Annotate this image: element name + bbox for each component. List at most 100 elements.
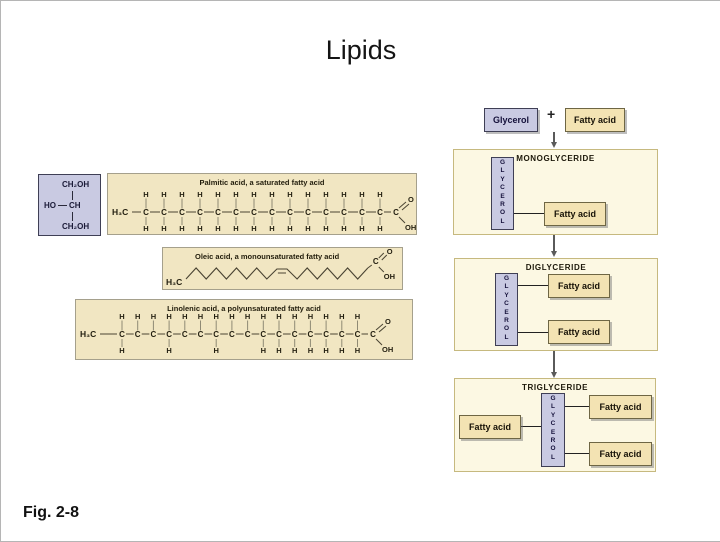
triglyceride-panel: TRIGLYCERIDE G L Y C E R O L Fatty acid … [454, 378, 656, 472]
fatty-acid-chip-label: Fatty acid [468, 422, 511, 432]
svg-text:H: H [182, 312, 187, 321]
svg-text:H: H [355, 346, 360, 355]
svg-text:H: H [213, 312, 218, 321]
bond-connector [565, 453, 589, 454]
svg-text:H: H [292, 346, 297, 355]
svg-text:H: H [287, 224, 292, 233]
svg-text:H: H [251, 224, 256, 233]
svg-text:H: H [323, 190, 328, 199]
svg-text:H: H [143, 224, 148, 233]
svg-text:H: H [377, 224, 382, 233]
svg-text:H: H [179, 190, 184, 199]
fatty-acid-chip: Fatty acid [589, 395, 652, 419]
svg-text:H: H [355, 312, 360, 321]
svg-text:H: H [143, 190, 148, 199]
svg-text:H: H [215, 190, 220, 199]
linolenic-acid-box: Linolenic acid, a polyunsaturated fatty … [75, 299, 413, 360]
fatty-acid-chip-label: Fatty acid [553, 209, 596, 219]
svg-text:C: C [393, 208, 399, 217]
svg-text:C: C [269, 208, 275, 217]
glycerol-chip-label: Glycerol [492, 115, 530, 125]
fatty-acid-chip: Fatty acid [548, 320, 610, 344]
bond-connector [518, 285, 548, 286]
svg-text:C: C [143, 208, 149, 217]
svg-text:H: H [339, 312, 344, 321]
svg-text:H: H [305, 224, 310, 233]
svg-text:C: C [151, 330, 157, 339]
svg-text:H: H [308, 312, 313, 321]
glycerol-bottom-formula: CH₂OH [62, 222, 90, 231]
svg-text:C: C [292, 330, 298, 339]
glycerol-vertical-box: G L Y C E R O L [495, 273, 518, 346]
svg-text:H₃C: H₃C [80, 329, 96, 339]
svg-text:H: H [308, 346, 313, 355]
svg-text:H: H [359, 224, 364, 233]
oleic-acid-label: Oleic acid, a monounsaturated fatty acid [195, 252, 340, 261]
svg-text:H: H [151, 312, 156, 321]
svg-text:C: C [233, 208, 239, 217]
page-title: Lipids [325, 35, 397, 65]
glycerol-vertical-box: G L Y C E R O L [491, 157, 514, 230]
diglyceride-title: DIGLYCERIDE [525, 263, 587, 272]
svg-text:H: H [179, 224, 184, 233]
svg-text:C: C [377, 208, 383, 217]
svg-text:H: H [305, 190, 310, 199]
triglyceride-title: TRIGLYCERIDE [521, 383, 589, 392]
svg-text:H: H [233, 224, 238, 233]
svg-text:H: H [269, 190, 274, 199]
fatty-acid-chip-label: Fatty acid [557, 327, 600, 337]
svg-text:H: H [119, 346, 124, 355]
svg-text:H: H [161, 224, 166, 233]
svg-text:H: H [198, 312, 203, 321]
svg-text:H: H [251, 190, 256, 199]
svg-text:H: H [261, 312, 266, 321]
svg-text:C: C [229, 330, 235, 339]
svg-text:H: H [323, 312, 328, 321]
glycerol-chip: Glycerol [484, 108, 538, 132]
svg-text:O: O [387, 247, 393, 256]
svg-text:H: H [377, 190, 382, 199]
svg-text:C: C [179, 208, 185, 217]
svg-text:OH: OH [405, 223, 416, 232]
svg-text:C: C [305, 208, 311, 217]
svg-text:H: H [161, 190, 166, 199]
svg-text:C: C [198, 330, 204, 339]
svg-text:H: H [323, 346, 328, 355]
svg-text:OH: OH [384, 272, 395, 281]
glycerol-mid-right: CH [69, 201, 81, 210]
svg-text:H: H [197, 190, 202, 199]
svg-text:C: C [359, 208, 365, 217]
fatty-acid-chip-label: Fatty acid [573, 115, 616, 125]
svg-text:H: H [341, 190, 346, 199]
svg-text:H: H [323, 224, 328, 233]
svg-text:H₃C: H₃C [166, 277, 182, 287]
svg-text:H: H [341, 224, 346, 233]
arrow-down-icon [550, 132, 557, 148]
svg-text:C: C [287, 208, 293, 217]
svg-text:H: H [359, 190, 364, 199]
svg-text:OH: OH [382, 345, 393, 354]
fatty-acid-chip-header: Fatty acid [565, 108, 625, 132]
svg-text:H: H [276, 346, 281, 355]
monoglyceride-title: MONOGLYCERIDE [516, 154, 595, 163]
svg-text:C: C [161, 208, 167, 217]
svg-text:C: C [339, 330, 345, 339]
svg-text:H: H [269, 224, 274, 233]
fatty-acid-chip-label: Fatty acid [599, 449, 642, 459]
svg-text:C: C [197, 208, 203, 217]
linolenic-acid-label: Linolenic acid, a polyunsaturated fatty … [167, 304, 321, 313]
svg-text:C: C [119, 330, 125, 339]
fatty-acid-chip-label: Fatty acid [599, 402, 642, 412]
glycerol-vertical-box: G L Y C E R O L [541, 393, 565, 467]
plus-sign: + [547, 106, 556, 122]
palmitic-acid-box: Palmitic acid, a saturated fatty acid H₃… [107, 173, 417, 235]
svg-text:H: H [287, 190, 292, 199]
svg-text:H: H [229, 312, 234, 321]
svg-text:C: C [166, 330, 172, 339]
svg-text:H: H [245, 312, 250, 321]
